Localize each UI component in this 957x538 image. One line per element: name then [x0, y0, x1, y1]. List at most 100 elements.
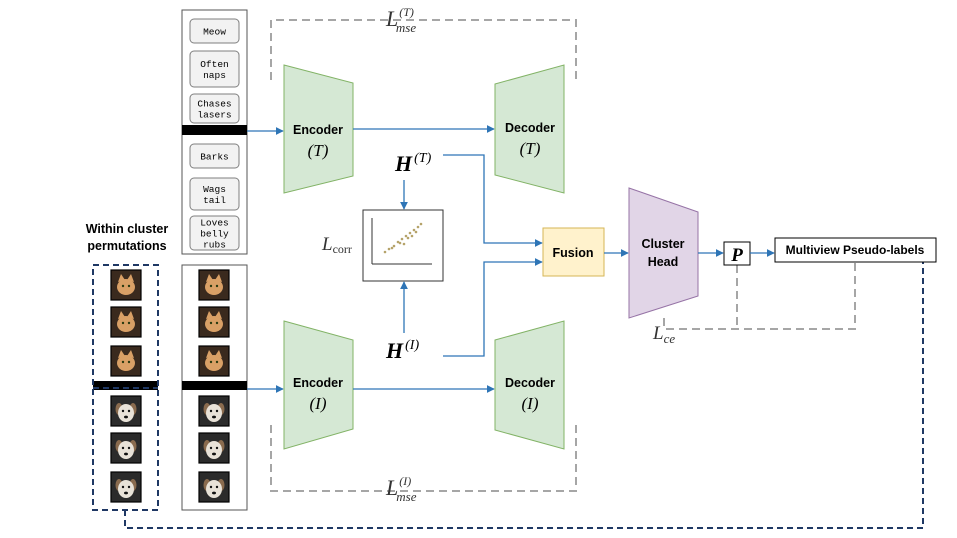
encoder-text-block — [283, 64, 354, 194]
image-cluster-separator — [182, 381, 247, 390]
loss-ce-sub: ce — [664, 331, 676, 346]
corr-dot — [419, 222, 423, 226]
loss-mse-image-label: L(I)mse — [385, 474, 417, 504]
corr-dot — [404, 234, 408, 238]
text-token-line: Meow — [203, 27, 226, 38]
cat-photo-frame — [198, 306, 230, 338]
cat-eye — [215, 360, 219, 364]
cluster-head-block — [628, 187, 699, 319]
corr-dot — [400, 237, 404, 241]
dog-eye — [121, 485, 125, 489]
loss-corr-sub: corr — [333, 242, 352, 256]
corr-dot — [390, 246, 394, 250]
fusion-label: Fusion — [553, 246, 594, 260]
cat-eye — [209, 360, 213, 364]
text-token-line: belly — [200, 229, 229, 240]
dog-nose — [124, 491, 128, 495]
cat-eye — [209, 321, 213, 325]
h-text-sup: (T) — [414, 151, 431, 166]
text-token-box — [189, 93, 240, 124]
cat-eye — [127, 284, 131, 288]
loss-mse-text-label: L(T)mse — [385, 5, 416, 35]
decoder-image-block — [494, 320, 565, 450]
image-slot-group — [110, 269, 230, 503]
permutations-label-line1: Within cluster — [86, 222, 169, 236]
decoder-text-modality: (T) — [520, 139, 541, 158]
permuted-image-2 — [110, 345, 142, 377]
text-cluster-separator — [182, 125, 247, 135]
cat-face — [117, 316, 135, 332]
fusion-block — [542, 227, 605, 277]
h-text-base: H — [394, 151, 413, 176]
original-image-0 — [198, 269, 230, 301]
cat-eye — [127, 360, 131, 364]
permuted-image-1 — [110, 306, 142, 338]
loss-mse-image-sup: (I) — [399, 474, 411, 488]
permuted-image-separator — [93, 381, 158, 390]
permuted-image-4 — [110, 432, 142, 464]
h-image-label: H(I) — [385, 338, 419, 363]
cluster-head-label-line1: Cluster — [641, 237, 684, 251]
cat-face — [205, 279, 223, 295]
pseudo-labels-label: Multiview Pseudo-labels — [786, 243, 925, 257]
loss-corr-label: Lcorr — [321, 234, 352, 256]
dog-eye — [215, 446, 219, 450]
cat-eye — [215, 284, 219, 288]
text-token-line: Loves — [200, 218, 229, 229]
dog-eye — [209, 446, 213, 450]
cat-eye — [121, 284, 125, 288]
corr-dot — [387, 247, 391, 251]
loss-corr-base: L — [321, 234, 333, 255]
h-image-base: H — [385, 338, 404, 363]
loss-mse-text-base: L — [385, 6, 398, 31]
cluster-head-label-line2: Head — [648, 255, 679, 269]
corr-dot — [408, 231, 412, 235]
corr-dot — [383, 250, 387, 254]
dog-face — [206, 404, 222, 422]
text-token-dog-0: Barks — [189, 143, 240, 169]
cat-eye — [215, 321, 219, 325]
dog-nose — [212, 415, 216, 419]
cat-face — [117, 355, 135, 371]
encoder-text-label: Encoder — [293, 123, 343, 137]
dog-eye — [215, 485, 219, 489]
dog-nose — [124, 452, 128, 456]
text-token-box — [189, 215, 240, 251]
permutations-label-line2: permutations — [87, 239, 166, 253]
cat-eye — [127, 321, 131, 325]
corr-dot — [396, 240, 400, 244]
text-token-line: tail — [203, 195, 226, 206]
p-matrix-symbol: P — [730, 245, 743, 266]
correlation-plot-frame — [362, 209, 444, 282]
dog-nose — [212, 491, 216, 495]
original-image-1 — [198, 306, 230, 338]
encoder-image-block — [283, 320, 354, 450]
dog-face — [206, 441, 222, 459]
dog-nose — [124, 415, 128, 419]
corr-dot — [414, 230, 418, 234]
cat-face — [117, 279, 135, 295]
loss-mse-image-sub: mse — [396, 489, 416, 504]
decoder-image-label: Decoder — [505, 376, 555, 390]
encoder-image-label: Encoder — [293, 376, 343, 390]
permuted-image-3 — [110, 395, 142, 427]
corr-dot — [410, 234, 414, 238]
cat-eye — [121, 321, 125, 325]
loss-mse-image-base: L — [385, 475, 398, 500]
dog-eye — [121, 409, 125, 413]
text-token-cat-0: Meow — [189, 18, 240, 44]
dog-face — [118, 404, 134, 422]
arrow-htext-to-fusion — [443, 154, 543, 247]
corr-dot — [392, 244, 396, 248]
h-image-sup: (I) — [405, 338, 419, 353]
text-token-line: Wags — [203, 184, 226, 195]
loss-mse-text-sup: (T) — [399, 5, 414, 19]
h-text-label: H(T) — [394, 151, 432, 176]
text-token-line: Chases — [197, 99, 231, 110]
dog-eye — [209, 485, 213, 489]
permuted-image-5 — [110, 471, 142, 503]
text-token-line: naps — [203, 70, 226, 81]
